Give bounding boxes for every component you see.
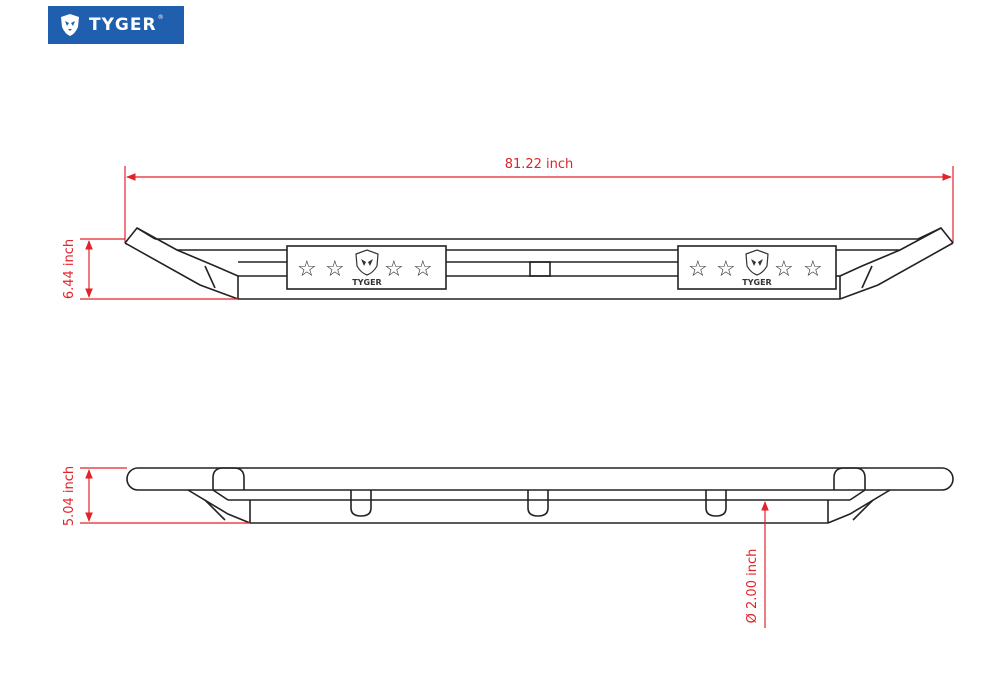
brand-name: TYGER xyxy=(89,15,157,35)
tiger-shield-icon xyxy=(745,249,769,276)
step-pad-right-badge: ☆ ☆ ☆ ☆ TYGER xyxy=(688,249,823,287)
step-pad-label: TYGER xyxy=(742,278,771,287)
top-view-bar xyxy=(126,467,954,524)
brand-reg-mark: ® xyxy=(157,13,164,21)
star-icon: ☆ xyxy=(384,257,404,282)
length-label: 81.22 inch xyxy=(505,157,574,172)
star-icon: ☆ xyxy=(716,257,736,282)
side-height-label: 6.44 inch xyxy=(62,239,77,299)
side-height-dimension: 6.44 inch xyxy=(62,238,238,300)
step-pad-label: TYGER xyxy=(352,278,381,287)
star-icon: ☆ xyxy=(325,257,345,282)
star-icon: ☆ xyxy=(803,257,823,282)
length-dimension: 81.22 inch xyxy=(124,157,954,243)
top-height-dimension: 5.04 inch xyxy=(62,466,250,526)
star-icon: ☆ xyxy=(297,257,317,282)
tube-diameter-label: Ø 2.00 inch xyxy=(745,549,760,624)
side-view-bar xyxy=(124,226,954,300)
tiger-head-icon xyxy=(61,14,79,36)
star-icon: ☆ xyxy=(413,257,433,282)
brand-logo: TYGER ® xyxy=(48,6,184,44)
step-pad-left-badge: ☆ ☆ ☆ ☆ TYGER xyxy=(297,249,433,287)
star-icon: ☆ xyxy=(688,257,708,282)
top-height-label: 5.04 inch xyxy=(62,466,77,526)
star-icon: ☆ xyxy=(774,257,794,282)
tiger-shield-icon xyxy=(355,249,379,276)
tube-diameter-dimension: Ø 2.00 inch xyxy=(745,501,769,628)
